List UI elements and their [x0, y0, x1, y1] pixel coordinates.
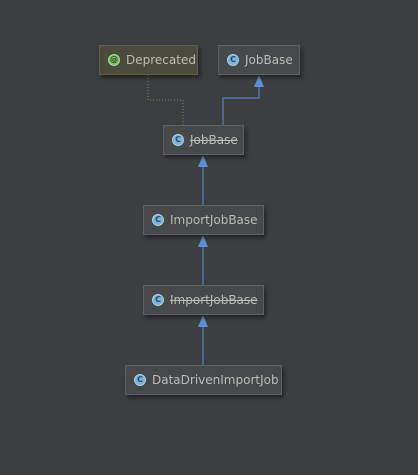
class-icon: C: [227, 54, 239, 66]
node-deprecated-annotation[interactable]: @ Deprecated: [99, 45, 198, 75]
class-icon: C: [172, 134, 184, 146]
arrowhead-jobbase-new: [254, 75, 264, 87]
arrowhead-jobbase-old: [198, 155, 208, 167]
node-importjobbase-deprecated[interactable]: C ImportJobBase: [143, 285, 264, 315]
node-label: DataDrivenImportJob: [152, 373, 279, 387]
class-icon: C: [152, 294, 164, 306]
annotation-icon: @: [108, 54, 120, 66]
node-datadrivenimportjob[interactable]: C DataDrivenImportJob: [125, 365, 282, 395]
node-jobbase[interactable]: C JobBase: [218, 45, 300, 75]
node-importjobbase[interactable]: C ImportJobBase: [143, 205, 264, 235]
edge-jobbase-old-to-new: [222, 86, 260, 125]
arrowhead-importjobbase-old: [198, 315, 208, 327]
edge-jobbase-deprecated: [147, 74, 184, 125]
node-label: Deprecated: [126, 53, 196, 67]
node-label: ImportJobBase: [170, 293, 258, 307]
class-icon: C: [152, 214, 164, 226]
class-icon: C: [134, 374, 146, 386]
arrowhead-importjobbase-new: [198, 235, 208, 247]
node-label: JobBase: [190, 133, 238, 147]
node-jobbase-deprecated[interactable]: C JobBase: [163, 125, 244, 155]
node-label: JobBase: [245, 53, 293, 67]
node-label: ImportJobBase: [170, 213, 258, 227]
